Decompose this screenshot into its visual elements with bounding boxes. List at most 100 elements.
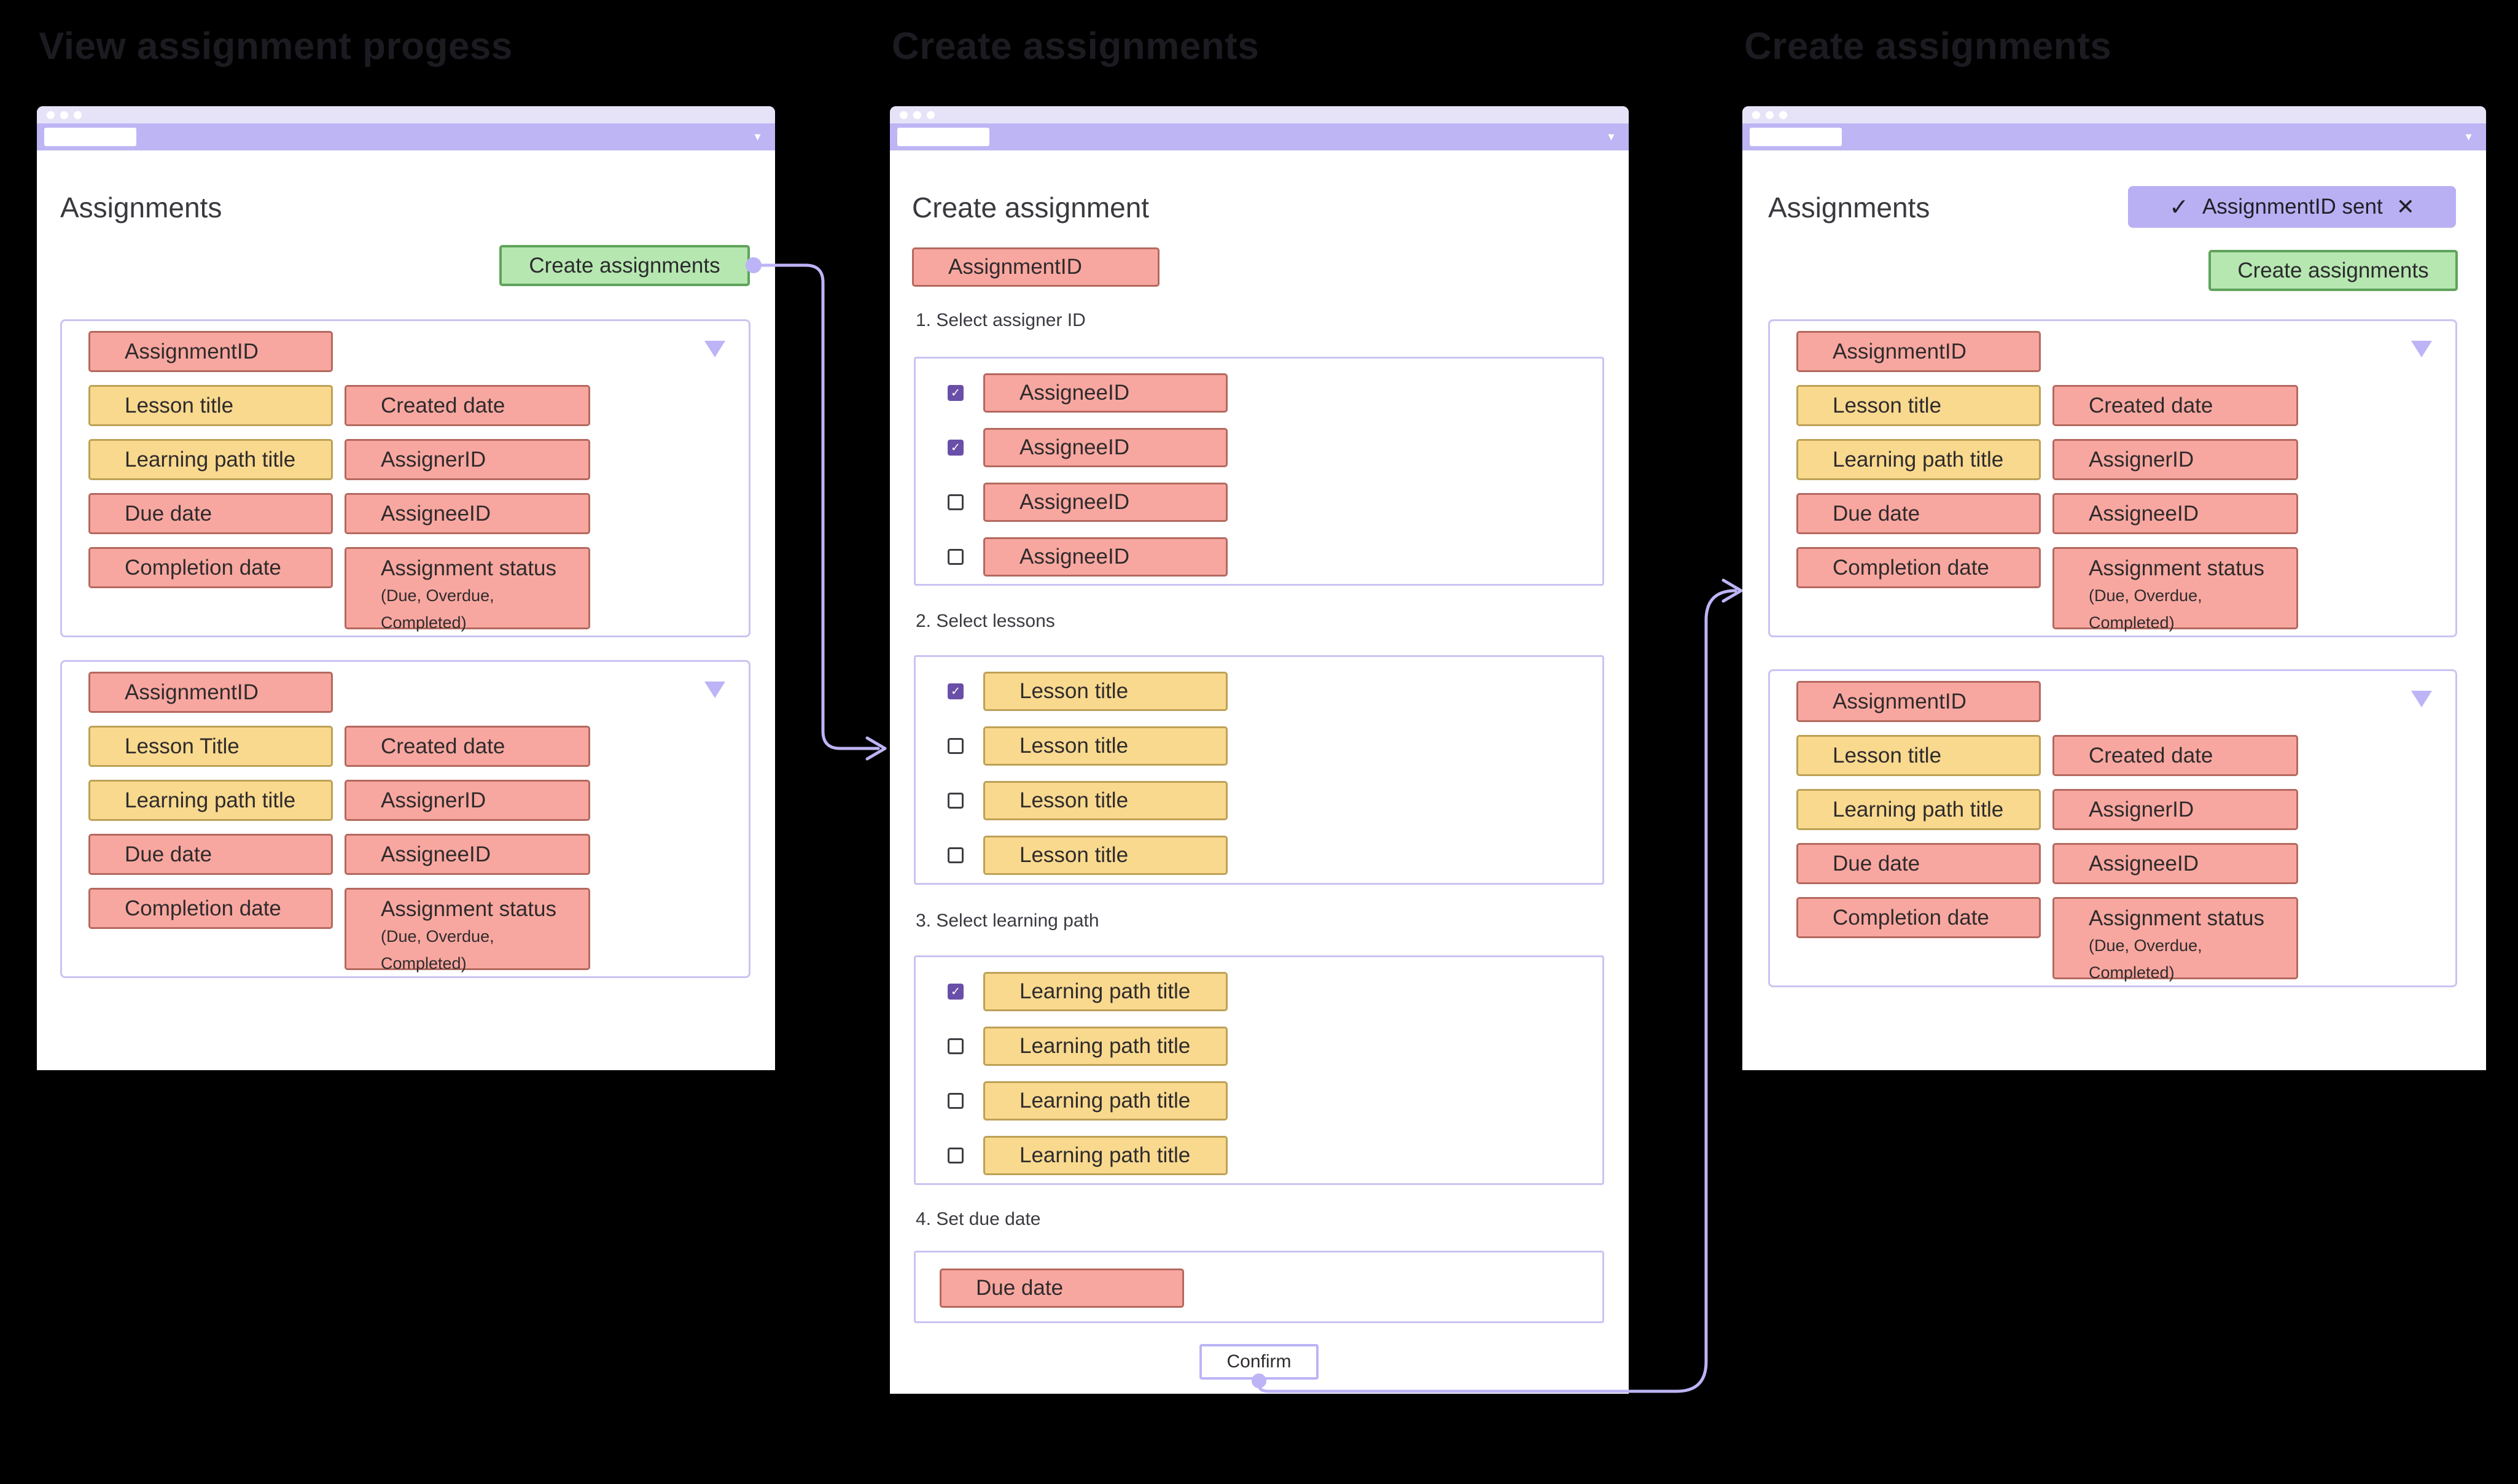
chip-label: Learning path title [1019, 1143, 1191, 1167]
assigneeid-chip: AssigneeID [2052, 493, 2298, 534]
window-titlebar [890, 106, 1629, 123]
lesson-title-chip: Lesson title [983, 726, 1228, 766]
url-input[interactable] [1750, 128, 1842, 146]
learning-path-title-checkbox[interactable] [948, 1148, 964, 1164]
chip-sublabel: Completed) [2089, 963, 2175, 982]
learning-path-title-chip: Learning path title [88, 780, 333, 821]
traffic-light-icon [60, 111, 68, 119]
arrowhead-icon [1721, 578, 1743, 603]
created-date-chip: Created date [2052, 735, 2298, 776]
lesson-title-chip: Lesson title [983, 781, 1228, 820]
assigneeid-checkbox[interactable]: ✓ [948, 385, 964, 401]
chip-sublabel: (Due, Overdue, [381, 586, 494, 605]
chip-label: Created date [2089, 743, 2213, 767]
address-bar: ▼ [1742, 123, 2486, 150]
chip-label: AssigneeID [1019, 545, 1129, 569]
completion-date-chip: Completion date [88, 888, 333, 929]
check-icon: ✓ [2169, 194, 2189, 220]
chip-label: Lesson title [1019, 788, 1129, 812]
chip-label: Due date [1833, 501, 1920, 526]
chip-label: Lesson title [1019, 843, 1129, 867]
chip-label: Created date [381, 393, 505, 418]
confirm-button[interactable]: Confirm [1199, 1344, 1319, 1380]
assigneeid-chip: AssigneeID [983, 537, 1228, 577]
lesson-title-chip: Lesson title [88, 385, 333, 426]
traffic-light-icon [1766, 111, 1774, 119]
learning-path-title-chip: Learning path title [1796, 439, 2041, 480]
chip-label: Learning path title [1019, 1089, 1191, 1113]
chip-label: Completion date [1833, 555, 1989, 580]
learning-path-title-chip: Learning path title [1796, 789, 2041, 830]
collapse-triangle-icon[interactable] [704, 682, 725, 698]
learning-path-title-checkbox[interactable] [948, 1038, 964, 1054]
create-assignments-button[interactable]: Create assignments [2208, 250, 2458, 291]
chip-label: Assignment status [2089, 556, 2264, 580]
chip-label: Due date [125, 842, 212, 866]
learning-path-title-checkbox[interactable]: ✓ [948, 984, 964, 1000]
window-titlebar [37, 106, 775, 123]
assigneeid-checkbox[interactable] [948, 494, 964, 510]
chip-label: Completion date [125, 896, 281, 920]
lesson-title-checkbox[interactable] [948, 793, 964, 809]
chip-label: Due date [976, 1276, 1064, 1300]
lesson-title-checkbox[interactable]: ✓ [948, 683, 964, 699]
chevron-down-icon[interactable]: ▼ [752, 131, 763, 143]
assignerid-chip: AssignerID [2052, 789, 2298, 830]
url-input[interactable] [897, 128, 989, 146]
chip-label: Learning path title [125, 447, 296, 472]
chip-label: AssigneeID [2089, 851, 2199, 876]
collapse-triangle-icon[interactable] [704, 341, 725, 357]
chevron-down-icon[interactable]: ▼ [1606, 131, 1616, 143]
chip-label: AssigneeID [381, 842, 491, 866]
lesson-title-chip: Lesson title [1796, 735, 2041, 776]
chip-sublabel: Completed) [381, 613, 467, 632]
chip-label: Assignment status [2089, 906, 2264, 930]
learning-path-title-checkbox[interactable] [948, 1093, 964, 1109]
chip-label: Learning path title [1833, 447, 2004, 472]
close-icon[interactable]: ✕ [2396, 194, 2415, 219]
lesson-title-checkbox[interactable] [948, 738, 964, 754]
chip-label: AssigneeID [381, 501, 491, 526]
assignment-sent-toast: ✓ AssignmentID sent ✕ [2128, 186, 2456, 228]
assigneeid-checkbox[interactable] [948, 549, 964, 565]
chip-label: Assignment status [381, 556, 556, 580]
step-label: 3. Select learning path [916, 911, 1099, 931]
lesson-title-chip: Lesson title [983, 836, 1228, 875]
url-input[interactable] [44, 128, 136, 146]
step-label: 4. Set due date [916, 1209, 1041, 1229]
learning-path-title-chip: Learning path title [983, 972, 1228, 1011]
assigneeid-chip: AssigneeID [345, 493, 590, 534]
assignmentid-chip: AssignmentID [1796, 681, 2041, 722]
assigneeid-checkbox[interactable]: ✓ [948, 440, 964, 456]
chip-sublabel: (Due, Overdue, [2089, 586, 2202, 605]
step-label: 1. Select assigner ID [916, 310, 1086, 330]
completion-date-chip: Completion date [88, 547, 333, 588]
completion-date-chip: Completion date [1796, 547, 2041, 588]
collapse-triangle-icon[interactable] [2411, 691, 2432, 707]
chip-label: Lesson Title [125, 734, 240, 758]
chip-label: AssignmentID [1833, 339, 1966, 363]
assignerid-chip: AssignerID [345, 439, 590, 480]
lesson-title-checkbox[interactable] [948, 847, 964, 863]
assigneeid-chip: AssigneeID [345, 834, 590, 875]
create-assignments-button[interactable]: Create assignments [499, 245, 750, 286]
learning-path-title-chip: Learning path title [983, 1136, 1228, 1175]
chip-sublabel: Completed) [2089, 613, 2175, 632]
chip-label: AssignerID [2089, 797, 2194, 822]
chip-label: AssignmentID [1833, 689, 1966, 713]
lesson-title-chip: Lesson title [1796, 385, 2041, 426]
due-date-chip: Due date [88, 493, 333, 534]
chevron-down-icon[interactable]: ▼ [2463, 131, 2474, 143]
chip-label: Created date [381, 734, 505, 758]
lesson-title-chip: Lesson title [983, 672, 1228, 711]
assignmentid-chip: AssignmentID [88, 331, 333, 372]
traffic-light-icon [900, 111, 908, 119]
page-title: Assignments [60, 192, 222, 223]
assigneeid-chip: AssigneeID [983, 483, 1228, 522]
learning-path-title-chip: Learning path title [983, 1081, 1228, 1121]
collapse-triangle-icon[interactable] [2411, 341, 2432, 357]
due-date-chip: Due date [1796, 843, 2041, 884]
